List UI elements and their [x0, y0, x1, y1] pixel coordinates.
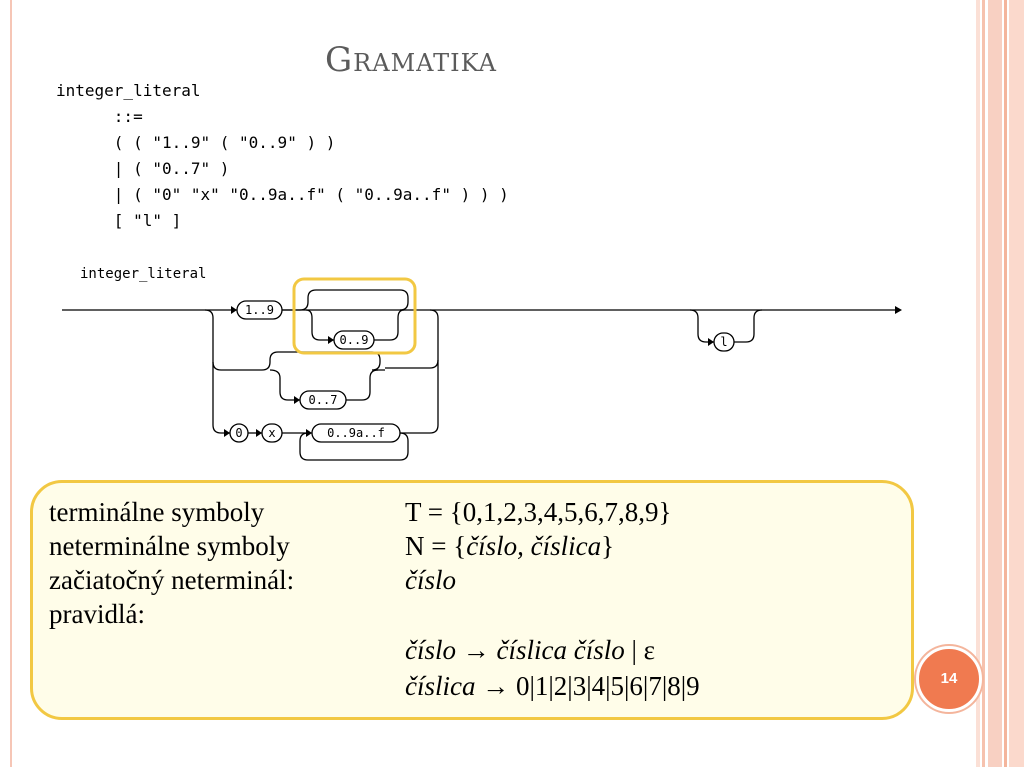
rule-2-lhs: číslica [405, 671, 476, 701]
start-symbol-label: začiatočný neterminál: [49, 565, 295, 595]
code-line: [ "l" ] [56, 211, 182, 230]
grammar-definition-box: terminálne symboly T = {0,1,2,3,4,5,6,7,… [30, 480, 914, 720]
code-line: | ( "0" "x" "0..9a..f" ( "0..9a..f" ) ) … [56, 185, 509, 204]
rule-2: číslica → 0|1|2|3|4|5|6|7|8|9 [405, 671, 700, 702]
terminal-label: 1..9 [245, 303, 274, 317]
terminal-label: l [720, 335, 727, 349]
slide-title: Gramatika [325, 40, 497, 80]
terminal-symbols-value: T = {0,1,2,3,4,5,6,7,8,9} [405, 497, 672, 527]
terminal-label: x [268, 426, 275, 440]
terminal-0-9-node [333, 330, 375, 350]
terminal-label: 0..9 [340, 333, 369, 347]
terminal-0-node [229, 423, 249, 443]
syntax-diagram: 1..9 0..9 0..7 0 x 0..9a..f l [62, 277, 902, 461]
nonterminal-suffix: } [601, 531, 615, 561]
terminal-x-node [261, 423, 283, 443]
code-line: integer_literal [56, 81, 201, 100]
terminal-symbols-label: terminálne symboly [49, 497, 265, 527]
highlight-box [292, 277, 417, 355]
terminal-hex-node [311, 423, 401, 443]
terminal-1-9-node [236, 300, 283, 320]
nonterminal-prefix: N = { [405, 531, 467, 561]
code-line: ::= [56, 107, 143, 126]
code-line: ( ( "1..9" ( "0..9" ) ) [56, 133, 336, 152]
page-number-badge: 14 [916, 646, 982, 712]
code-line: | ( "0..7" ) [56, 159, 230, 178]
rule-1: číslo → číslica číslo | ε [405, 635, 655, 666]
terminal-label: 0..9a..f [327, 426, 385, 440]
terminal-label: 0..7 [309, 393, 338, 407]
diagram-label: integer_literal [80, 266, 207, 282]
nonterminal-symbols-value: N = {číslo, číslica} [405, 531, 614, 562]
terminal-0-7-node [299, 390, 347, 410]
rule-1-rest: | ε [624, 635, 655, 665]
terminal-l-node [713, 332, 735, 352]
start-symbol-value: číslo [405, 565, 456, 595]
rule-1-rhs: číslica číslo [496, 635, 625, 665]
slide-left-border [0, 0, 12, 767]
rule-2-rhs: 0|1|2|3|4|5|6|7|8|9 [509, 671, 700, 701]
rules-label: pravidlá: [49, 599, 145, 629]
nonterminal-items: číslo, číslica [466, 531, 602, 561]
arrow-icon: → [462, 635, 490, 665]
rule-1-lhs: číslo [405, 635, 456, 665]
slide-right-border [976, 0, 1024, 767]
arrow-icon: → [482, 671, 510, 701]
terminal-label: 0 [235, 426, 242, 440]
grammar-code: integer_literal ::= ( ( "1..9" ( "0..9" … [56, 78, 509, 234]
nonterminal-symbols-label: neterminálne symboly [49, 531, 290, 561]
